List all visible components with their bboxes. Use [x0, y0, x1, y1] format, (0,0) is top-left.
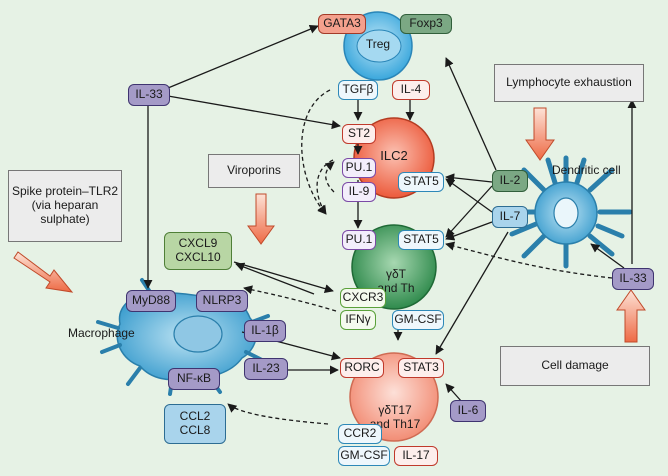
dendritic-cell	[509, 155, 633, 269]
exhaustion-stimulus-arrow	[525, 107, 555, 161]
nfkb-label: NF-κB	[168, 368, 220, 390]
il23-label: IL-23	[244, 358, 288, 380]
cell-damage-box: Cell damage	[500, 346, 650, 386]
il2-label: IL-2	[492, 170, 528, 192]
il6-label: IL-6	[450, 400, 486, 422]
spike-stimulus-arrow	[13, 251, 74, 293]
st2-label: ST2	[342, 124, 376, 144]
ilc2-cell-label: ILC2	[380, 148, 408, 163]
solid-arrows	[143, 24, 637, 403]
il7-label: IL-7	[492, 206, 528, 228]
stat3-label: STAT3	[398, 358, 444, 378]
pu1-lower-label: PU.1	[342, 230, 376, 250]
myd88-label: MyD88	[126, 290, 176, 312]
il33-left-label: IL-33	[128, 84, 170, 106]
pu1-upper-label: PU.1	[342, 158, 376, 178]
stat5-upper-label: STAT5	[398, 172, 444, 192]
gmcsf-upper-label: GM-CSF	[392, 310, 444, 330]
ccl2-ccl8-label: CCL2 CCL8	[164, 404, 226, 444]
ifng-label: IFNγ	[340, 310, 376, 330]
viroporins-stimulus-arrow	[247, 193, 275, 245]
il17-label: IL-17	[394, 446, 438, 466]
gdt17-th17-cell-label: γδT17 and Th17	[369, 403, 421, 431]
il33-right-label: IL-33	[612, 268, 654, 290]
il4-label: IL-4	[392, 80, 430, 100]
macrophage-cell	[96, 278, 270, 396]
treg-cell-label: Treg	[365, 37, 391, 51]
viroporins-box: Viroporins	[208, 154, 300, 188]
foxp3-label: Foxp3	[400, 14, 452, 34]
ccr2-label: CCR2	[338, 424, 382, 444]
spike-protein-box: Spike protein–TLR2 (via heparan sulphate…	[8, 170, 122, 242]
lymphocyte-exhaustion-box: Lymphocyte exhaustion	[494, 64, 644, 102]
damage-stimulus-arrow	[616, 289, 646, 343]
il9-label: IL-9	[342, 182, 376, 202]
dashed-arrows	[227, 89, 613, 425]
cxcr3-label: CXCR3	[340, 288, 386, 308]
cxcl9-cxcl10-label: CXCL9 CXCL10	[164, 232, 232, 270]
rorc-label: RORC	[340, 358, 384, 378]
stat5-lower-label: STAT5	[398, 230, 444, 250]
macrophage-label: Macrophage	[68, 326, 135, 340]
nlrp3-label: NLRP3	[196, 290, 248, 312]
gmcsf-lower-label: GM-CSF	[338, 446, 390, 466]
dendritic-cell-label: Dendritic cell	[552, 163, 621, 177]
tgfb-label: TGFβ	[338, 80, 378, 100]
gata3-label: GATA3	[318, 14, 366, 34]
il1b-label: IL-1β	[244, 320, 286, 342]
